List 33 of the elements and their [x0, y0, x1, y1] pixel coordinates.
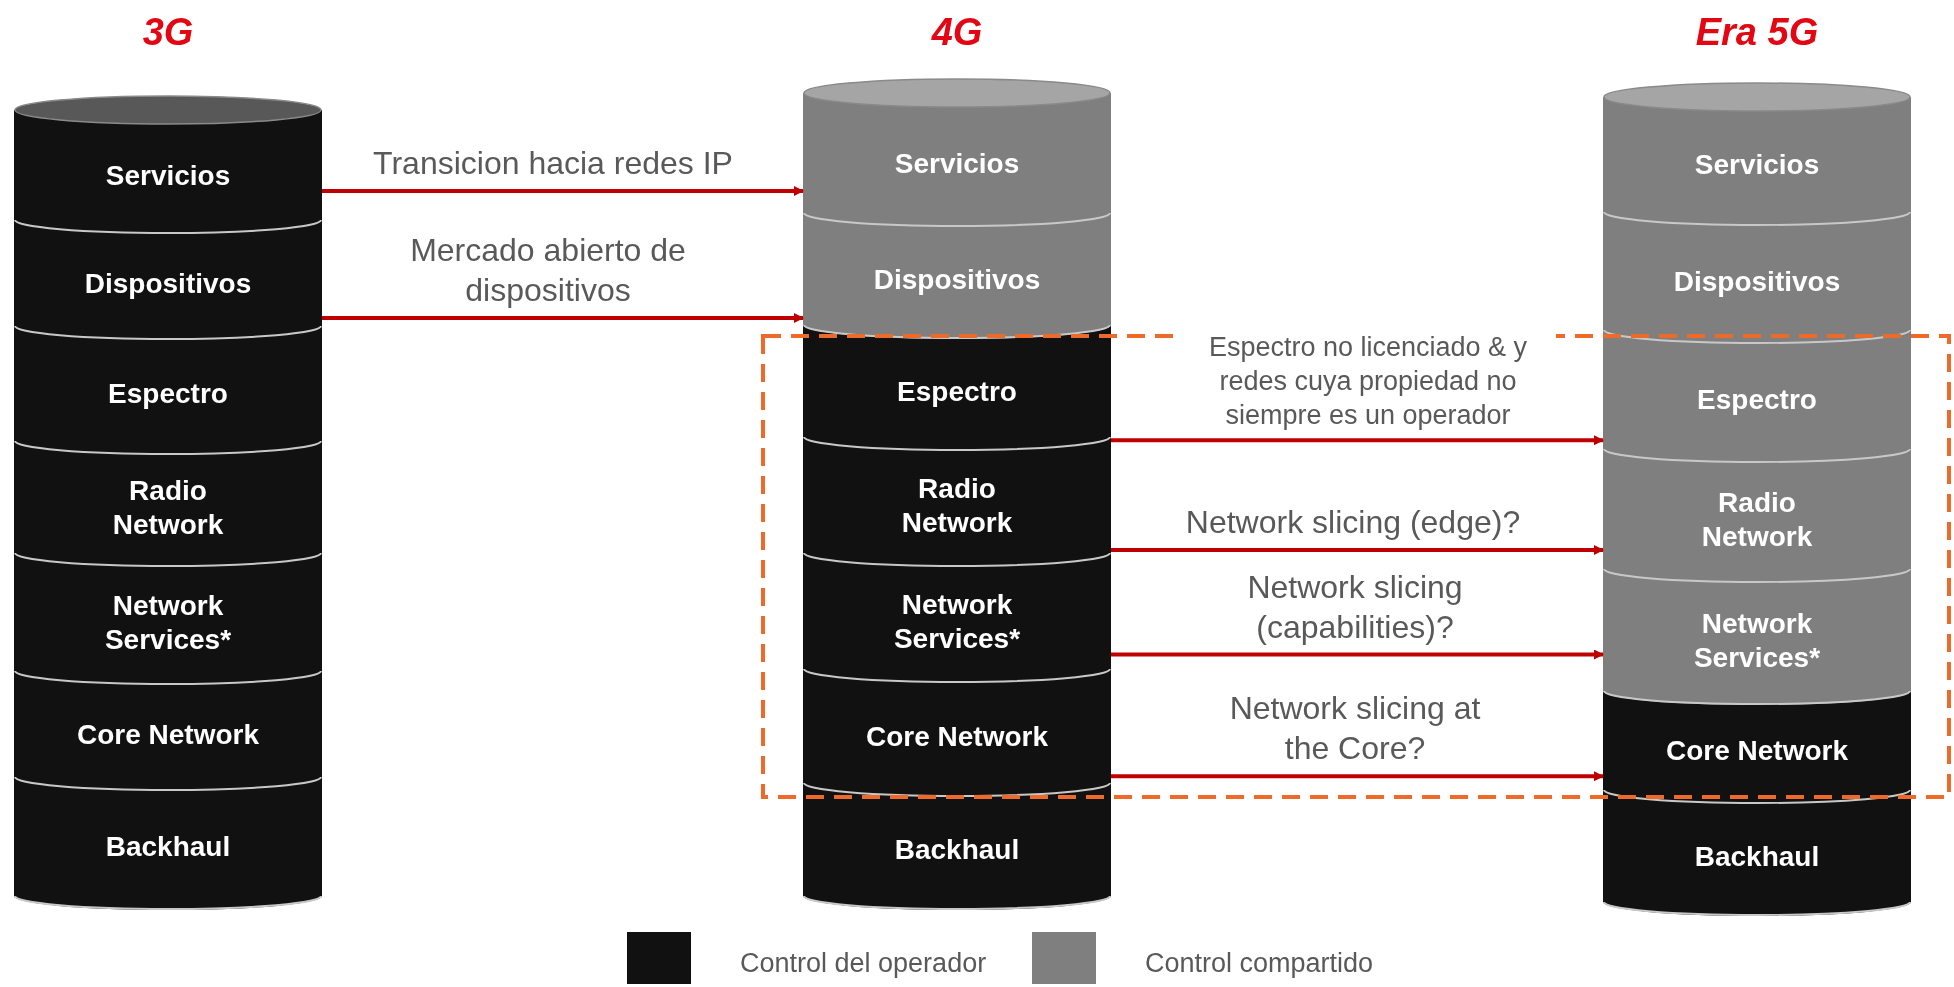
segment-label: Dispositivos	[872, 262, 1042, 297]
segment-label: Espectro	[107, 377, 229, 411]
stack-title: 3G	[141, 10, 195, 55]
segment-label: Radio Network	[1700, 485, 1814, 554]
segment-label: Network Services*	[1692, 606, 1822, 675]
stack-title: Era 5G	[1694, 10, 1820, 55]
segment-label: Network Services*	[103, 588, 233, 657]
arrow	[1111, 649, 1604, 660]
segment-label: Backhaul	[104, 830, 232, 864]
segment-label: Network Services*	[892, 587, 1022, 656]
segment-label: Backhaul	[893, 833, 1021, 867]
segment-label: Espectro	[1696, 383, 1818, 417]
segment-label: Radio Network	[900, 471, 1014, 540]
segment-label: Servicios	[104, 158, 232, 193]
segment-label: Dispositivos	[1672, 264, 1842, 299]
arrow	[1111, 545, 1604, 555]
legend-label: Control del operador	[740, 947, 987, 980]
segment-label: Servicios	[1693, 148, 1821, 182]
segment-label: Espectro	[896, 374, 1018, 409]
edge-label: Espectro no licenciado & y redes cuya propiedad no siempre es un operador	[1180, 331, 1556, 433]
legend-label: Control compartido	[1145, 947, 1374, 980]
arrow	[1111, 771, 1604, 782]
arrow	[322, 186, 804, 196]
segment-label: Core Network	[1664, 734, 1849, 768]
segment-label: Core Network	[864, 719, 1049, 754]
segment-label: Core Network	[75, 717, 260, 752]
segment-label: Servicios	[893, 146, 1021, 181]
segment-label: Backhaul	[1693, 839, 1821, 874]
segment-label: Dispositivos	[83, 266, 253, 301]
stack-title: 4G	[930, 10, 984, 55]
arrow	[322, 313, 804, 323]
arrow	[1111, 435, 1604, 446]
segment-label: Radio Network	[111, 473, 225, 542]
